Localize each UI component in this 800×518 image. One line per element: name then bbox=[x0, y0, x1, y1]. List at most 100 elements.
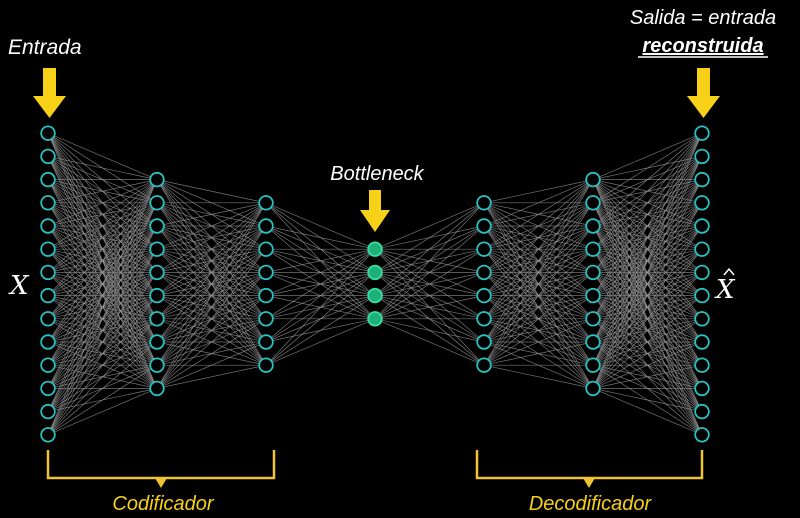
edge bbox=[265, 248, 376, 296]
neuron bbox=[585, 218, 601, 234]
neuron bbox=[694, 334, 710, 350]
neuron bbox=[40, 380, 56, 397]
neuron bbox=[149, 287, 165, 304]
edge bbox=[47, 318, 158, 436]
edge bbox=[47, 179, 158, 412]
neuron bbox=[258, 195, 274, 211]
input-arrow-icon bbox=[33, 68, 66, 118]
hat-mark bbox=[723, 267, 735, 276]
edge bbox=[47, 341, 158, 436]
edge bbox=[47, 179, 158, 227]
edge bbox=[483, 179, 594, 204]
neuron bbox=[694, 311, 710, 327]
edge bbox=[592, 132, 703, 180]
edge bbox=[156, 202, 267, 320]
edge bbox=[265, 318, 376, 366]
edge bbox=[592, 179, 703, 389]
edge bbox=[156, 202, 267, 250]
edge bbox=[374, 225, 485, 320]
edge bbox=[592, 295, 703, 389]
edge bbox=[483, 179, 594, 296]
neuron bbox=[40, 195, 56, 211]
connection-edges bbox=[47, 132, 703, 436]
edge bbox=[156, 202, 267, 273]
edge bbox=[47, 364, 158, 436]
edge bbox=[592, 133, 703, 389]
output-label-emphasis: reconstruida bbox=[642, 35, 763, 57]
edge bbox=[156, 202, 267, 366]
edge bbox=[592, 132, 703, 273]
edge bbox=[592, 272, 703, 389]
edge bbox=[156, 364, 267, 389]
input-label: Entrada bbox=[8, 36, 82, 59]
edge bbox=[374, 295, 485, 320]
neuron bbox=[258, 334, 274, 350]
neuron bbox=[585, 195, 601, 211]
neuron bbox=[149, 195, 165, 211]
neuron bbox=[585, 171, 601, 188]
edge bbox=[156, 341, 267, 389]
edge bbox=[374, 318, 485, 366]
decoder-label: Decodificador bbox=[529, 493, 653, 515]
neuron bbox=[694, 241, 710, 257]
encoder-label: Codificador bbox=[112, 493, 215, 515]
edge bbox=[374, 202, 485, 320]
edge bbox=[156, 179, 267, 204]
neuron bbox=[694, 264, 710, 281]
edge bbox=[47, 179, 158, 366]
neuron bbox=[149, 380, 165, 397]
edge bbox=[47, 179, 158, 273]
neuron bbox=[258, 311, 274, 327]
edge bbox=[592, 318, 703, 389]
neuron bbox=[40, 334, 56, 350]
neuron bbox=[258, 264, 274, 281]
edge bbox=[47, 132, 158, 180]
edge bbox=[374, 202, 485, 296]
edge bbox=[156, 202, 267, 227]
bottleneck-arrow-icon bbox=[360, 190, 390, 232]
edge bbox=[156, 248, 267, 389]
edge bbox=[265, 225, 376, 250]
neuron bbox=[149, 264, 165, 281]
edge bbox=[47, 179, 158, 320]
bottleneck-neuron bbox=[367, 264, 383, 281]
edge bbox=[265, 248, 376, 343]
edge bbox=[156, 202, 267, 389]
decoder-bracket bbox=[475, 450, 704, 488]
edge bbox=[592, 133, 703, 296]
neuron bbox=[40, 311, 56, 327]
bottleneck-neuron bbox=[367, 287, 383, 304]
output-arrow-icon bbox=[687, 68, 720, 118]
edge bbox=[483, 179, 594, 366]
neuron bbox=[258, 241, 274, 257]
neuron-nodes bbox=[40, 125, 710, 443]
neuron bbox=[585, 380, 601, 397]
neuron bbox=[694, 403, 710, 420]
edge bbox=[592, 248, 703, 389]
edge bbox=[483, 179, 594, 320]
neuron bbox=[694, 218, 710, 234]
neuron bbox=[40, 241, 56, 257]
neuron bbox=[476, 241, 492, 257]
edge bbox=[265, 295, 376, 366]
neuron bbox=[258, 287, 274, 304]
neuron bbox=[694, 357, 710, 373]
edge bbox=[483, 179, 594, 343]
edge bbox=[374, 202, 485, 273]
neuron bbox=[694, 195, 710, 211]
encoder-bracket bbox=[46, 450, 276, 488]
neuron bbox=[694, 427, 710, 443]
bottleneck-label: Bottleneck bbox=[330, 163, 424, 185]
edge bbox=[483, 225, 594, 366]
edge bbox=[156, 202, 267, 296]
edge bbox=[483, 179, 594, 227]
neuron bbox=[476, 287, 492, 304]
neuron bbox=[40, 218, 56, 234]
neuron bbox=[585, 334, 601, 350]
neuron bbox=[40, 171, 56, 188]
edge bbox=[483, 364, 594, 389]
neuron bbox=[585, 357, 601, 373]
bottleneck-neuron bbox=[367, 311, 383, 327]
neuron bbox=[585, 264, 601, 281]
neuron bbox=[40, 403, 56, 420]
